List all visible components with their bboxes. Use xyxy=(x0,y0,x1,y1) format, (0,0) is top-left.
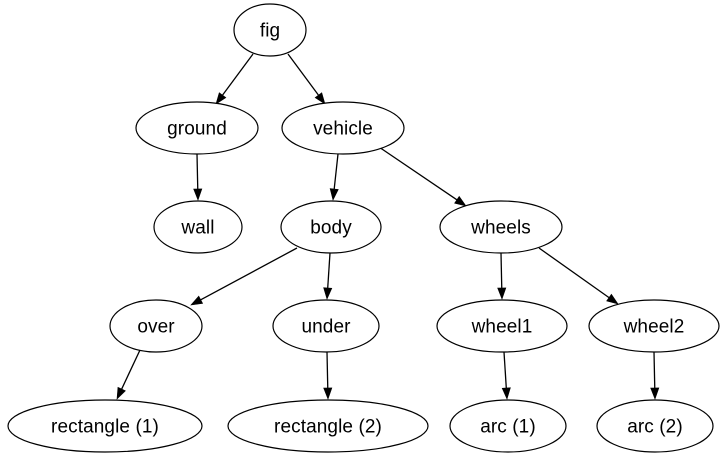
node-ellipse[interactable] xyxy=(588,299,720,353)
node-label: vehicle xyxy=(313,119,373,140)
node-label: wall xyxy=(180,218,214,239)
node-label: over xyxy=(137,317,175,338)
graph-edge xyxy=(287,53,326,105)
edge-arrowhead-icon xyxy=(497,287,507,300)
node-label: ground xyxy=(167,119,227,140)
edge-arrowhead-icon xyxy=(323,387,333,400)
edge-arrowhead-icon xyxy=(454,195,467,207)
edge-arrowhead-icon xyxy=(193,188,203,201)
node-ellipse[interactable] xyxy=(281,101,405,155)
graph-node-arc1[interactable]: arc (1) xyxy=(449,399,567,453)
graph-node-wheel1[interactable]: wheel1 xyxy=(436,299,568,353)
edge-line xyxy=(200,247,298,301)
graph-edge xyxy=(215,53,254,105)
edge-arrowhead-icon xyxy=(323,287,333,300)
node-ellipse[interactable] xyxy=(135,101,259,155)
edge-layer xyxy=(116,53,660,400)
graph-edge xyxy=(378,146,467,207)
graph-node-ground[interactable]: ground xyxy=(135,101,259,155)
graph-node-vehicle[interactable]: vehicle xyxy=(281,101,405,155)
edge-arrowhead-icon xyxy=(606,293,619,305)
edge-arrowhead-icon xyxy=(314,92,326,105)
node-label: rectangle (2) xyxy=(274,417,382,438)
graph-edge xyxy=(193,153,203,201)
edge-arrowhead-icon xyxy=(215,92,227,105)
edge-line xyxy=(333,153,339,190)
graph-edge xyxy=(501,351,511,400)
graph-node-under[interactable]: under xyxy=(272,299,380,353)
node-ellipse[interactable] xyxy=(153,200,243,254)
node-label: rectangle (1) xyxy=(51,417,159,438)
edge-line xyxy=(500,252,503,289)
edge-arrowhead-icon xyxy=(501,387,511,400)
graph-edge xyxy=(323,351,333,400)
node-label: body xyxy=(310,218,352,239)
edge-line xyxy=(503,351,507,389)
node-label: arc (2) xyxy=(627,417,683,438)
graph-edge xyxy=(116,349,141,400)
edge-line xyxy=(653,351,656,389)
node-ellipse[interactable] xyxy=(272,299,380,353)
graph-node-wall[interactable]: wall xyxy=(153,200,243,254)
node-label: fig xyxy=(260,21,280,42)
edge-arrowhead-icon xyxy=(329,188,339,201)
edge-arrowhead-icon xyxy=(190,295,204,306)
graph-node-over[interactable]: over xyxy=(109,299,203,353)
graph-edge xyxy=(497,252,507,300)
node-layer: fig ground vehicle wall body wheels over under w… xyxy=(7,3,720,453)
node-label: wheels xyxy=(470,218,531,239)
graph-node-wheel2[interactable]: wheel2 xyxy=(588,299,720,353)
edge-line xyxy=(287,53,319,96)
node-ellipse[interactable] xyxy=(233,3,307,57)
graph-edge xyxy=(538,247,619,305)
graph-node-rectangle1[interactable]: rectangle (1) xyxy=(7,399,203,453)
node-ellipse[interactable] xyxy=(596,399,714,453)
node-ellipse[interactable] xyxy=(7,399,203,453)
graph-edge xyxy=(650,351,660,400)
node-label: wheel2 xyxy=(623,317,685,338)
node-label: under xyxy=(301,317,351,338)
node-ellipse[interactable] xyxy=(109,299,203,353)
node-ellipse[interactable] xyxy=(227,399,429,453)
graph-node-arc2[interactable]: arc (2) xyxy=(596,399,714,453)
graph-node-body[interactable]: body xyxy=(280,200,382,254)
edge-line xyxy=(378,146,458,201)
node-ellipse[interactable] xyxy=(439,200,563,254)
edge-arrowhead-icon xyxy=(650,387,660,400)
graph-node-rectangle2[interactable]: rectangle (2) xyxy=(227,399,429,453)
node-label: arc (1) xyxy=(480,417,536,438)
edge-line xyxy=(326,351,329,389)
edge-line xyxy=(538,247,610,299)
graph-node-fig[interactable]: fig xyxy=(233,3,307,57)
edge-line xyxy=(121,349,141,390)
node-ellipse[interactable] xyxy=(436,299,568,353)
graph-edge xyxy=(329,153,339,201)
graph-edge xyxy=(190,247,298,306)
node-ellipse[interactable] xyxy=(280,200,382,254)
graph-edge xyxy=(323,252,333,300)
node-ellipse[interactable] xyxy=(449,399,567,453)
edge-line xyxy=(327,252,331,289)
graph-node-wheels[interactable]: wheels xyxy=(439,200,563,254)
node-label: wheel1 xyxy=(471,317,533,338)
edge-arrowhead-icon xyxy=(116,386,126,400)
edge-line xyxy=(196,153,199,190)
edge-line xyxy=(222,53,254,96)
